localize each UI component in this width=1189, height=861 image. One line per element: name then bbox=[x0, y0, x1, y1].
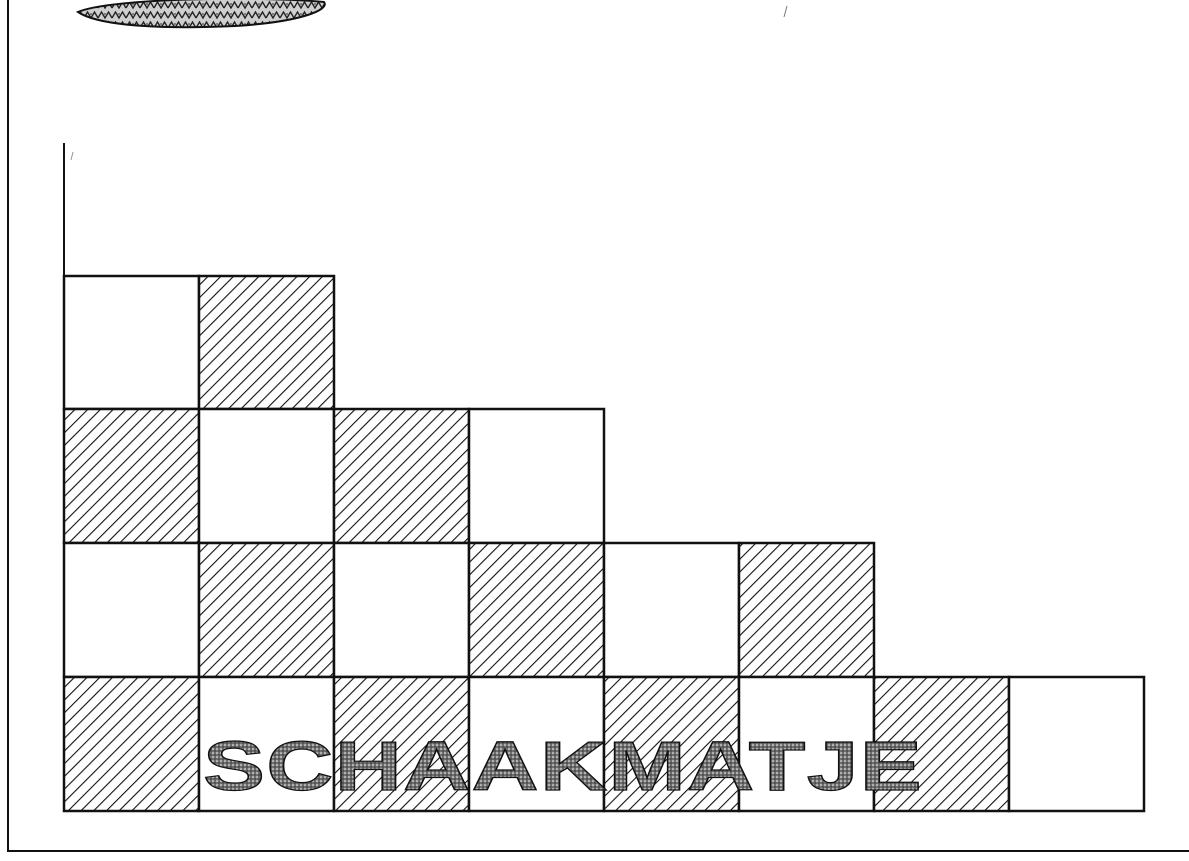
board-square-white bbox=[1009, 677, 1144, 811]
scan-mark bbox=[71, 152, 73, 160]
board-square-hatched bbox=[199, 543, 334, 677]
board-square-white bbox=[469, 409, 604, 543]
board-square-white bbox=[64, 543, 199, 677]
board-square-hatched bbox=[739, 543, 874, 677]
logo-title: SCHAAKMATJE bbox=[203, 727, 923, 805]
board-square-hatched bbox=[64, 677, 199, 811]
board-square-white bbox=[199, 409, 334, 543]
board-square-hatched bbox=[469, 543, 604, 677]
board-square-white bbox=[604, 543, 739, 677]
board-square-hatched bbox=[199, 276, 334, 409]
board-square-white bbox=[64, 276, 199, 409]
scan-mark bbox=[784, 6, 787, 17]
board-square-hatched bbox=[64, 409, 199, 543]
board-square-white bbox=[334, 543, 469, 677]
patterned-oval-icon bbox=[78, 0, 325, 27]
board-square-hatched bbox=[334, 409, 469, 543]
